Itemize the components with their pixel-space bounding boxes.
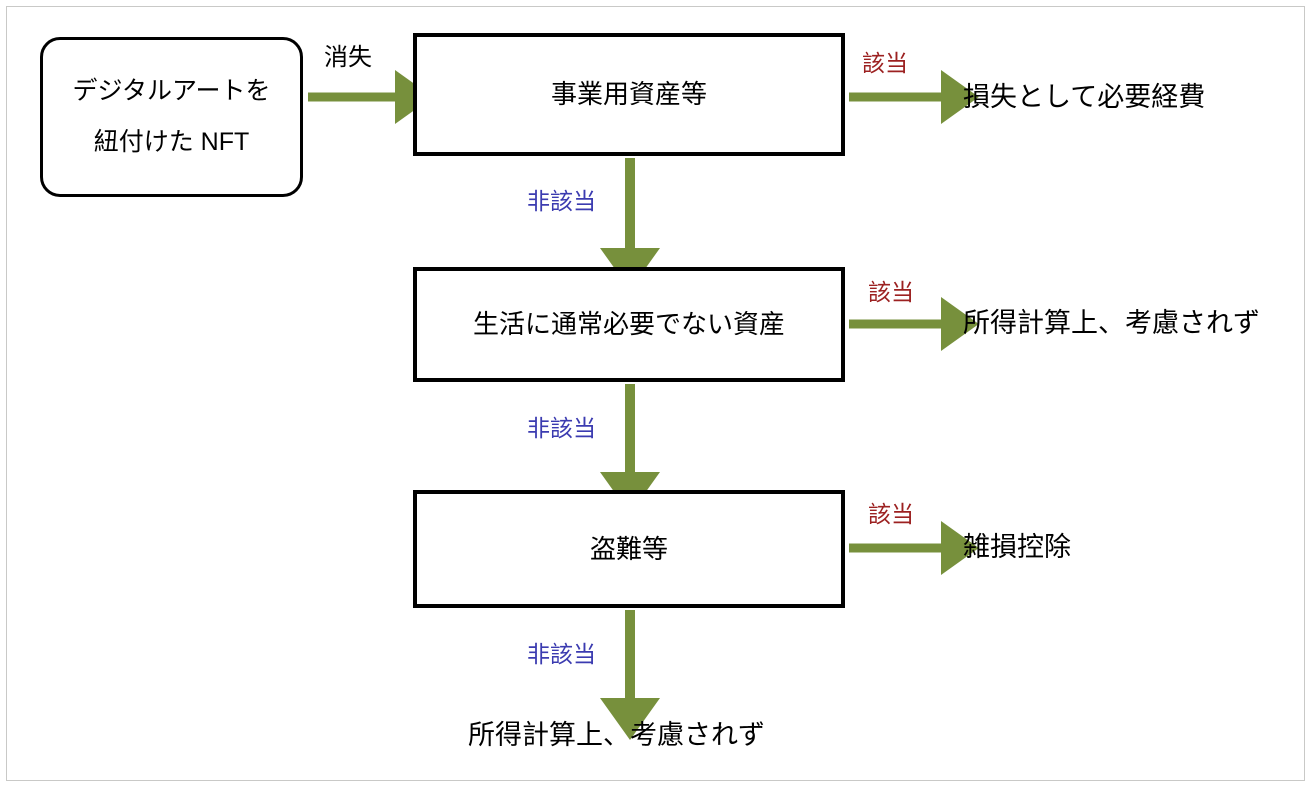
edge-label-no-2: 非該当 xyxy=(527,415,596,441)
decision-box-label: 盗難等 xyxy=(589,533,668,564)
start-node[interactable]: デジタルアートを 紐付けた NFT xyxy=(40,37,303,197)
outcome-not-considered-income-final: 所得計算上、考慮されず xyxy=(468,720,765,750)
outcome-necessary-expense: 損失として必要経費 xyxy=(963,82,1206,112)
outcome-casualty-loss-deduction: 雑損控除 xyxy=(963,532,1071,562)
decision-box-nonessential-asset[interactable]: 生活に通常必要でない資産 xyxy=(413,267,845,382)
edge-label-yes-3: 該当 xyxy=(868,501,914,527)
edge-label-no-3: 非該当 xyxy=(527,641,596,667)
outcome-not-considered-income: 所得計算上、考慮されず xyxy=(963,308,1260,338)
start-node-line-1: デジタルアートを xyxy=(72,77,271,106)
decision-box-label: 事業用資産等 xyxy=(550,79,707,110)
edge-label-entry: 消失 xyxy=(324,44,372,71)
decision-box-business-asset[interactable]: 事業用資産等 xyxy=(413,33,845,156)
decision-box-theft[interactable]: 盗難等 xyxy=(413,490,845,608)
start-node-line-2: 紐付けた NFT xyxy=(93,128,250,156)
edge-label-yes-1: 該当 xyxy=(862,50,908,76)
decision-box-label: 生活に通常必要でない資産 xyxy=(472,309,785,340)
edge-label-yes-2: 該当 xyxy=(868,279,914,305)
edge-label-no-1: 非該当 xyxy=(527,188,596,214)
